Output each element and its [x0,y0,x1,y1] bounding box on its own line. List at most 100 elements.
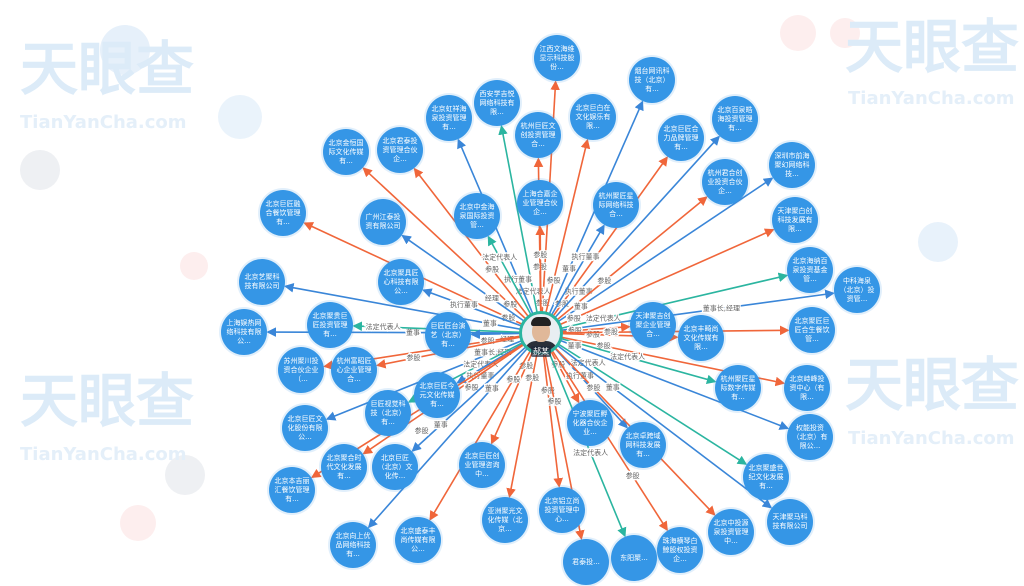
relation-edge [540,332,773,509]
company-node[interactable]: 上海娱热网络科技有限公... [221,309,267,355]
relation-label: 参股 [568,326,582,335]
company-node[interactable]: 杭州富昭匠心企业管理合... [331,347,377,393]
company-node-label: 天津聚白创科技发展有限... [777,206,813,233]
company-node[interactable]: 北京铝立尚投资管理中心... [539,487,585,533]
company-node[interactable]: 北京向上优品网络科技有... [330,522,376,568]
company-node[interactable]: 北京丰畸尚文化传媒有限... [678,315,724,361]
company-node[interactable]: 苏州聚川投资合伙企业（... [278,347,324,393]
company-node[interactable]: 广州江泰投资有限公司 [360,199,406,245]
company-node-label: 北京百泉皓海投资管理有... [717,105,753,132]
relation-edge [506,332,542,499]
relation-edge [540,289,835,334]
company-node-label: 北京海纳百泉投资基金管... [792,256,828,283]
relation-edge [540,228,775,334]
company-node[interactable]: 东阳聚... [611,535,657,581]
relation-edge [540,332,717,385]
company-node[interactable]: 北京中金海泉国际投资管... [454,193,500,239]
company-node[interactable]: 北京本吉丽汇餐饮管理有... [269,467,315,513]
relation-label: 执行董事 [571,252,599,261]
relation-label: 法定代表人 [366,322,401,331]
company-node-label: 北京巨匠文化股份有限公... [287,414,323,441]
relation-label: 执行董事 [566,371,594,380]
relation-label: 董事 [606,382,620,391]
relation-label: 参股 [415,426,429,435]
company-node-label: 亚洲聚光文化传媒（北京... [487,506,523,533]
relation-edge [284,283,542,334]
company-node[interactable]: 北京君泰投资管理合伙企... [377,127,423,173]
company-node[interactable]: 中科海泉（北京）投资管... [834,267,880,313]
company-node[interactable]: 北京聚匠巨匠合生餐饮管... [789,307,835,353]
relation-label: 董事 [568,341,582,350]
company-node[interactable]: 天津聚马科技有限公司 [767,499,813,545]
company-node[interactable]: 杭州聚匠星际数字传媒有... [715,365,761,411]
relation-label: 参股 [586,383,600,392]
company-node-label: 杭州巨匠文创投资管理合... [520,121,556,148]
company-node-label: 深圳市前海聚幻网络科技... [774,151,810,178]
company-node[interactable]: 北京百泉皓海投资管理有... [712,96,758,142]
company-node[interactable]: 北京聚贵巨匠投资管理有... [307,302,353,348]
company-node-label: 东阳聚... [620,553,648,562]
company-node[interactable]: 亚洲聚光文化传媒（北京... [482,497,528,543]
company-node[interactable]: 北京峙峰投资中心（有限... [784,365,830,411]
company-node[interactable]: 北京中投源泉投资管理中... [708,509,754,555]
company-node[interactable]: 北京巨匠（北京）文化传... [372,444,418,490]
company-node[interactable]: 北京聚盛世纪文化发展有... [743,454,789,500]
relation-label: 董事 [562,264,576,273]
relation-edge [367,332,542,529]
company-node-label: 北京巨匠合力品牌管理有... [663,124,699,151]
relation-edge [540,138,591,334]
company-node[interactable]: 巨匠匠台演艺（北京）有... [425,312,471,358]
company-node[interactable]: 杭州聚匠星际网络科技合... [593,182,639,228]
relation-label: 参股 [519,361,533,370]
company-node[interactable]: 烟台网讯科技（北京）有... [629,57,675,103]
relation-label: 董事长,经理 [703,303,740,312]
relation-label: 参股 [501,313,515,322]
company-node[interactable]: 君泰投... [563,539,609,585]
company-node[interactable]: 北京金恒国际文化传媒有... [323,129,369,175]
company-node[interactable]: 深圳市前海聚幻网络科技... [769,142,815,188]
relation-label: 参股 [406,353,420,362]
company-node[interactable]: 北京卓跨域网科技发展有... [620,422,666,468]
company-node-label: 宁波聚匠孵化器合伙企业... [572,409,608,436]
relation-label: 参股 [551,360,565,369]
company-node[interactable]: 珠海横琴白鲸股权投资企... [657,527,703,573]
relation-edge [457,138,542,334]
company-node-label: 上海娱热网络科技有限公... [226,318,262,345]
relation-edge [362,167,542,334]
company-node-label: 北京君泰投资管理合伙企... [382,136,418,163]
company-node[interactable]: 巨匠视觉科技（北京）有... [365,390,411,436]
company-node-label: 珠海横琴白鲸股权投资企... [662,536,698,563]
relation-edge [498,125,542,334]
relation-edge [401,234,542,334]
company-node[interactable]: 北京聚具匠心科技有限公... [378,259,424,305]
company-node[interactable]: 北京巨匠融合餐饮管理有... [260,190,306,236]
company-node[interactable]: 北京巨匠合力品牌管理有... [658,115,704,161]
company-node-label: 北京艺聚科技有限公司 [244,273,280,290]
company-node-label: 北京巨白在文化娱乐有限... [575,103,611,130]
company-node[interactable]: 北京海纳百泉投资基金管... [787,247,833,293]
company-node[interactable]: 北京巨白在文化娱乐有限... [570,94,616,140]
relation-label: 董事 [406,328,420,337]
company-node[interactable]: 北京盛泰丰尚传媒有限公... [395,517,441,563]
company-node[interactable]: 上海合嘉企业管理合伙企... [517,180,563,226]
relation-label: 法定代表人 [573,448,608,457]
company-node[interactable]: 北京巨匠今元文化传媒有... [414,372,460,418]
company-node[interactable]: 杭州君合创业投资合伙企... [702,159,748,205]
company-node[interactable]: 北京巨匠文化股份有限公... [282,405,328,451]
company-node[interactable]: 北京艺聚科技有限公司 [239,259,285,305]
company-node[interactable]: 江西文海维显示科技股份... [534,35,580,81]
relation-label: 董事长,经理 [474,347,511,356]
company-node[interactable]: 天津聚吉创聚企业管理合... [630,302,676,348]
relation-label: 参股 [597,341,611,350]
company-node-label: 北京巨匠今元文化传媒有... [419,381,455,408]
company-node[interactable]: 北京巨匠创业管理咨询中... [459,442,505,488]
company-node[interactable]: 北京聚合时代文化发展有... [321,444,367,490]
company-node[interactable]: 西安学吉悦网络科技有限... [474,80,520,126]
company-node[interactable]: 宁波聚匠孵化器合伙企业... [567,400,613,446]
company-node-label: 北京聚贵巨匠投资管理有... [312,311,348,338]
company-node[interactable]: 北京虹祥海泉投资管理有... [426,95,472,141]
company-node[interactable]: 杭州巨匠文创投资管理合... [515,112,561,158]
company-node[interactable]: 权能投资（北京）有限公... [787,414,833,460]
relation-edge [429,332,542,521]
company-node[interactable]: 天津聚白创科技发展有限... [772,197,818,243]
